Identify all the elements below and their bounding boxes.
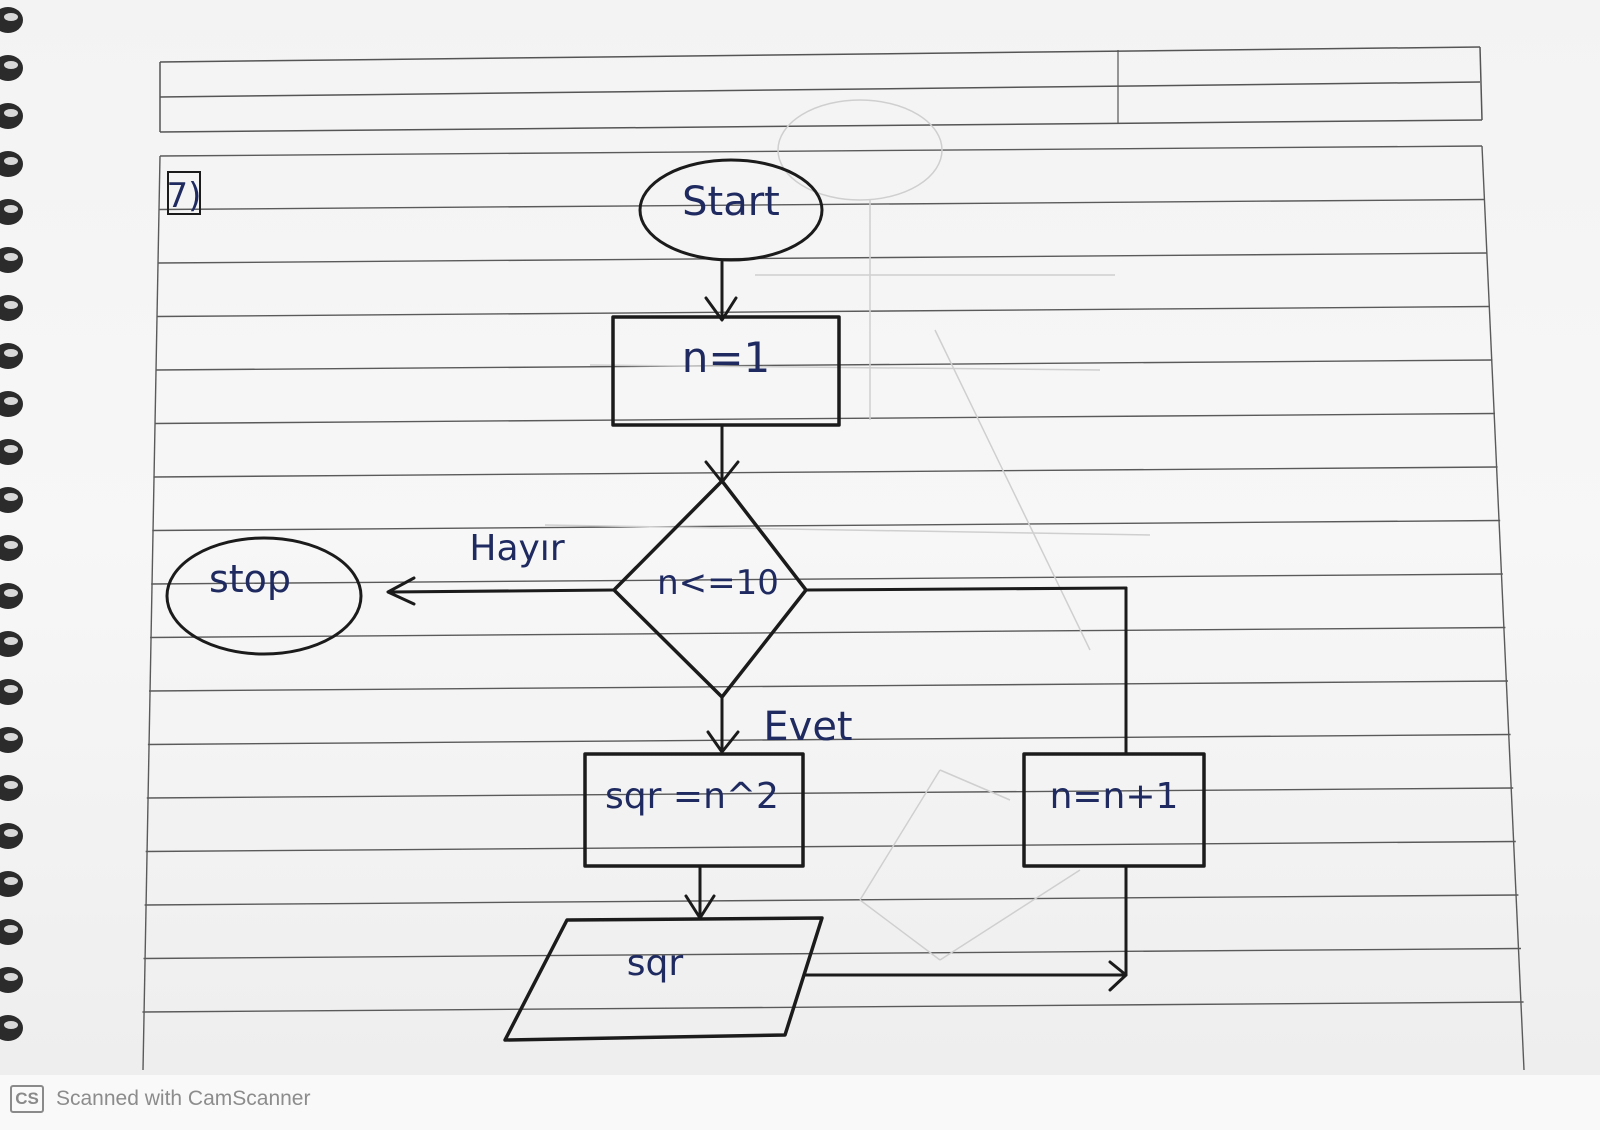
binding-ring-highlight xyxy=(4,109,18,117)
scanner-footer: CS Scanned with CamScanner xyxy=(0,1075,1600,1130)
binding-ring-highlight xyxy=(4,13,18,21)
ruled-lines xyxy=(142,145,1525,1071)
spiral-binding xyxy=(0,7,23,1041)
binding-ring-highlight xyxy=(4,61,18,69)
ruled-line xyxy=(150,626,1506,639)
question-number: 7) xyxy=(167,171,202,216)
binding-ring-highlight xyxy=(4,253,18,261)
binding-ring-highlight xyxy=(4,445,18,453)
square-process-box xyxy=(583,752,805,868)
notebook-page: 7) Start n=1 n<=10 Hayır stop Evet sqr =… xyxy=(0,0,1600,1075)
arrowhead-to-stop xyxy=(386,576,416,606)
binding-ring-highlight xyxy=(4,781,18,789)
stop-terminator xyxy=(165,536,363,656)
binding-ring-highlight xyxy=(4,541,18,549)
ruled-line xyxy=(147,733,1511,746)
ruled-line xyxy=(159,145,1483,157)
arrowhead-decision-square xyxy=(706,730,740,754)
binding-ring-highlight xyxy=(4,397,18,405)
init-label: n=1 xyxy=(682,333,771,382)
binding-ring-highlight xyxy=(4,877,18,885)
bleed-through-sketch xyxy=(544,99,1151,961)
ruled-line xyxy=(145,840,1516,853)
ruled-line xyxy=(144,894,1519,906)
binding-ring-highlight xyxy=(4,493,18,501)
ruled-line xyxy=(157,252,1488,264)
ruled-line xyxy=(154,412,1496,425)
binding-ring-highlight xyxy=(4,301,18,309)
binding-ring-highlight xyxy=(4,349,18,357)
stop-label: stop xyxy=(209,557,291,601)
binding-ring-highlight xyxy=(4,157,18,165)
init-process-box xyxy=(611,315,841,427)
decision-label: n<=10 xyxy=(657,563,779,603)
ruled-line xyxy=(148,680,1509,692)
camscanner-logo: CS xyxy=(10,1085,44,1113)
connector-increment-decision xyxy=(804,586,1128,592)
connector-decision-stop xyxy=(388,588,616,594)
increment-label: n=n+1 xyxy=(1050,776,1179,817)
output-parallelogram xyxy=(503,916,824,1042)
ruled-line xyxy=(143,947,1522,960)
binding-ring-highlight xyxy=(4,1021,18,1029)
binding-ring-highlight xyxy=(4,973,18,981)
yes-branch-label: Evet xyxy=(763,704,852,750)
ruled-line xyxy=(151,573,1503,585)
svg-text:7): 7) xyxy=(167,176,202,216)
binding-ring-highlight xyxy=(4,925,18,933)
start-label: Start xyxy=(682,179,780,225)
table-right-border xyxy=(1481,145,1525,1071)
ruled-line xyxy=(152,519,1501,532)
header-table xyxy=(159,46,1483,133)
table-left-border xyxy=(142,155,161,1071)
ruled-line xyxy=(142,1001,1524,1013)
square-process-label: sqr =n^2 xyxy=(605,776,779,817)
scanned-sheet: 7) Start n=1 n<=10 Hayır stop Evet sqr =… xyxy=(0,7,1525,1071)
binding-ring-highlight xyxy=(4,685,18,693)
ruled-line xyxy=(153,466,1498,478)
binding-ring-highlight xyxy=(4,637,18,645)
ruled-line xyxy=(146,787,1514,799)
camscanner-watermark-text: Scanned with CamScanner xyxy=(56,1087,311,1110)
output-label: sqr xyxy=(627,943,684,984)
binding-ring-highlight xyxy=(4,205,18,213)
binding-ring-highlight xyxy=(4,829,18,837)
ruled-line xyxy=(156,305,1490,318)
increment-process-box xyxy=(1022,752,1206,868)
start-terminator xyxy=(638,158,824,262)
binding-ring-highlight xyxy=(4,733,18,741)
binding-ring-highlight xyxy=(4,589,18,597)
ruled-line xyxy=(155,359,1493,371)
no-branch-label: Hayır xyxy=(469,528,564,569)
arrowhead-start-init xyxy=(704,296,738,322)
